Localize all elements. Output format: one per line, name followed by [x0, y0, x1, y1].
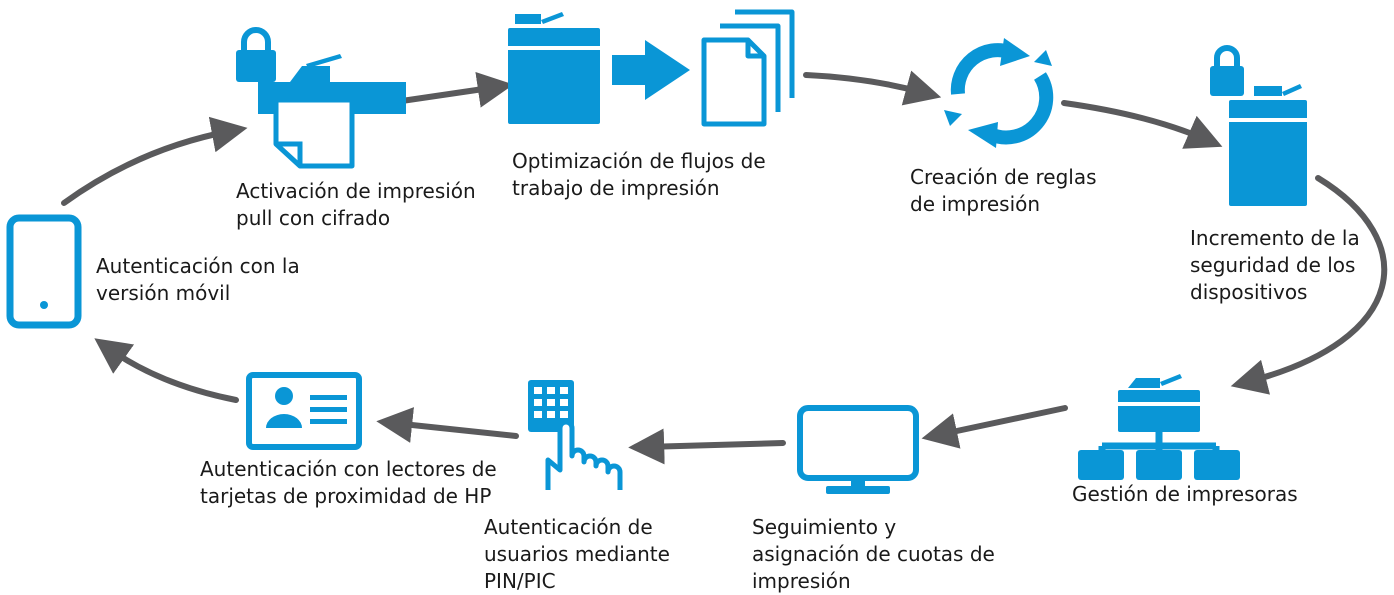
monitor-icon — [797, 405, 919, 494]
step-label-workflow: Optimización de flujos de trabajo de imp… — [512, 148, 766, 202]
label-line: PIN/PIC — [484, 569, 556, 593]
label-line: seguridad de los — [1190, 253, 1356, 277]
step-label-proximity-auth: Autenticación con lectores de tarjetas d… — [200, 456, 497, 510]
label-line: Incremento de la — [1190, 226, 1360, 250]
label-line: Optimización de flujos de — [512, 149, 766, 173]
flow-arrow — [803, 70, 942, 106]
mobile-phone-icon — [6, 214, 82, 329]
step-label-quota-tracking: Seguimiento y asignación de cuotas de im… — [752, 514, 995, 595]
locked-printer-icon — [236, 27, 406, 169]
label-line: impresión — [752, 569, 851, 593]
printer-network-icon — [1078, 374, 1240, 480]
refresh-cycle-icon — [944, 38, 1054, 148]
step-label-device-security: Incremento de la seguridad de los dispos… — [1190, 225, 1360, 306]
flow-arrow — [1230, 175, 1388, 395]
flow-arrow — [1061, 100, 1223, 149]
label-line: dispositivos — [1190, 280, 1308, 304]
label-line: tarjetas de proximidad de HP — [200, 484, 492, 508]
step-label-pin-auth: Autenticación de usuarios mediante PIN/P… — [484, 514, 670, 595]
flow-arrow — [94, 338, 239, 403]
flow-arrow — [61, 116, 248, 206]
label-line: Autenticación con la — [96, 254, 300, 278]
keypad-hand-icon — [528, 380, 623, 490]
step-label-print-rules: Creación de reglas de impresión — [910, 164, 1097, 218]
label-line: usuarios mediante — [484, 542, 670, 566]
flow-arrow — [628, 428, 786, 465]
step-label-mobile-auth: Autenticación con la versión móvil — [96, 253, 300, 307]
workflow-documents-icon — [508, 9, 795, 127]
flow-arrow — [921, 405, 1068, 449]
label-line: Autenticación de — [484, 515, 653, 539]
flow-arrow — [385, 71, 514, 108]
label-line: Activación de impresión — [236, 179, 476, 203]
locked-device-icon — [1210, 45, 1307, 206]
label-line: versión móvil — [96, 281, 231, 305]
label-line: asignación de cuotas de — [752, 542, 995, 566]
proximity-card-icon — [246, 372, 362, 450]
label-line: pull con cifrado — [236, 206, 391, 230]
label-line: Autenticación con lectores de — [200, 457, 497, 481]
step-label-printer-management: Gestión de impresoras — [1072, 481, 1298, 508]
step-label-pull-printing: Activación de impresión pull con cifrado — [236, 178, 476, 232]
label-line: Seguimiento y — [752, 515, 897, 539]
label-line: de impresión — [910, 192, 1041, 216]
label-line: trabajo de impresión — [512, 176, 720, 200]
label-line: Creación de reglas — [910, 165, 1097, 189]
flow-arrow — [376, 407, 519, 443]
label-line: Gestión de impresoras — [1072, 482, 1298, 506]
